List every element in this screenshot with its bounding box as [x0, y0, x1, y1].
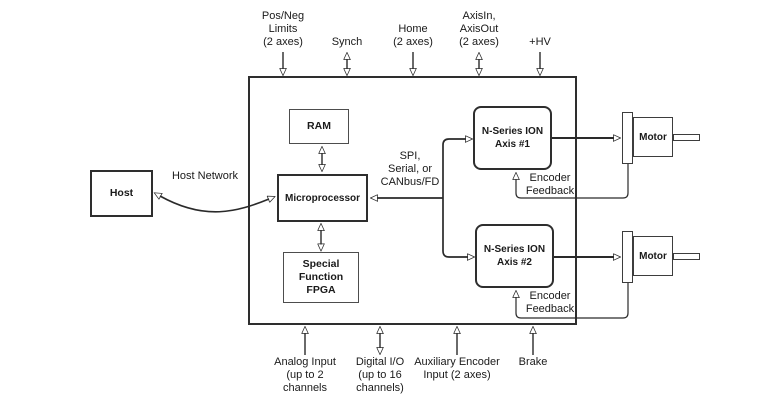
fpga-label: Special Function FPGA — [298, 258, 344, 296]
bus-label: SPI, Serial, or CANbus/FD — [380, 150, 440, 188]
host-label: Host — [109, 187, 134, 199]
motor2-body: Motor — [633, 236, 673, 276]
bottom-port-label-aux-encoder: Auxiliary Encoder Input (2 axes) — [414, 356, 500, 381]
ion-axis2-label: N-Series ION Axis #2 — [483, 244, 546, 268]
motor1-flange — [622, 112, 633, 164]
motor2-flange — [622, 231, 633, 283]
host-box: Host — [90, 170, 153, 217]
fpga-box: Special Function FPGA — [283, 252, 359, 303]
microprocessor-label: Microprocessor — [284, 192, 361, 204]
top-port-label-axisin-axisout: AxisIn, AxisOut (2 axes) — [459, 10, 499, 48]
top-port-label-hv: +HV — [529, 36, 551, 48]
encoder-feedback2-label: Encoder Feedback — [525, 290, 575, 315]
ion-axis1-label: N-Series ION Axis #1 — [481, 126, 544, 150]
host-network-label: Host Network — [171, 170, 239, 182]
encoder-feedback1-label: Encoder Feedback — [525, 172, 575, 197]
microprocessor-box: Microprocessor — [277, 174, 368, 222]
top-port-label-home: Home (2 axes) — [393, 23, 433, 48]
ion-axis2-box: N-Series ION Axis #2 — [475, 224, 554, 288]
motor1-label: Motor — [639, 131, 667, 143]
motor1-shaft — [673, 134, 700, 141]
top-port-label-posneg-limits: Pos/Neg Limits (2 axes) — [261, 10, 305, 48]
bottom-port-label-analog-input: Analog Input (up to 2 channels — [274, 356, 336, 394]
bottom-port-label-digital-io: Digital I/O (up to 16 channels) — [355, 356, 405, 394]
motor2-label: Motor — [639, 250, 667, 262]
motor2-shaft — [673, 253, 700, 260]
ram-label: RAM — [307, 120, 331, 132]
top-port-label-synch: Synch — [331, 36, 363, 48]
motor1-body: Motor — [633, 117, 673, 157]
ram-box: RAM — [289, 109, 349, 144]
bottom-port-label-brake: Brake — [518, 356, 548, 368]
ion-axis1-box: N-Series ION Axis #1 — [473, 106, 552, 170]
